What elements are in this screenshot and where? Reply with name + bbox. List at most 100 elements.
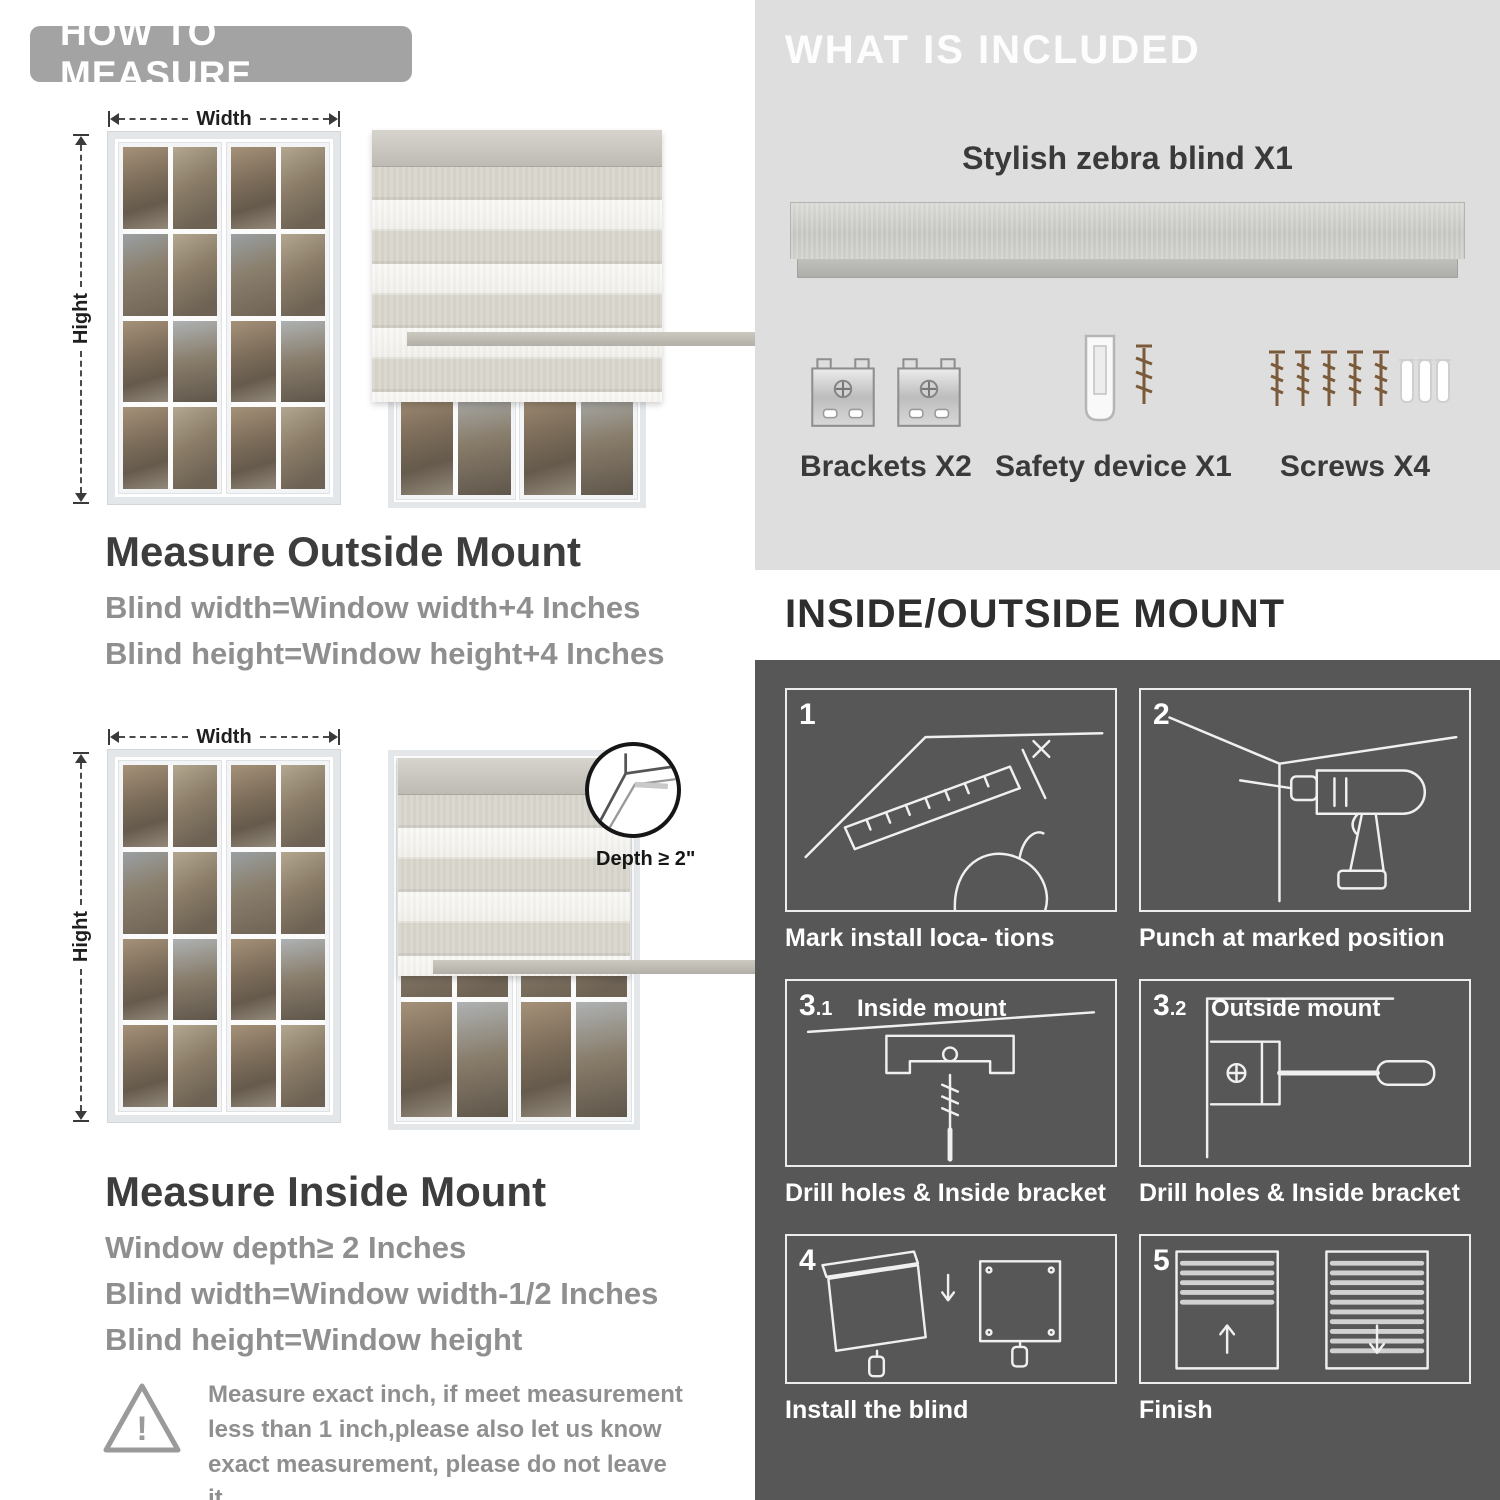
width-label: Width [196,725,252,748]
window-pane [280,938,325,1021]
window-pane [401,1002,452,1117]
window-pane [280,851,325,934]
how-to-measure-header: HOW TO MEASURE [30,12,412,95]
mount-steps-panel: 1 Mark install loca- tions [755,660,1500,1500]
window-pane [231,233,276,316]
window-pane [172,407,217,489]
window-pane [172,938,217,1021]
step-5-box: 5 [1139,1234,1471,1384]
window-pane [172,851,217,934]
mount-steps-grid: 1 Mark install loca- tions [785,688,1471,1425]
window-pane [231,938,276,1021]
window-pane [172,233,217,316]
finish-blinds-icon [1175,1250,1429,1370]
step-inner-label: Outside mount [1211,995,1381,1022]
height-label: Hight [69,293,92,345]
included-item-safety-device: Safety device X1 [995,330,1232,484]
screws-icon [1268,350,1451,406]
dashed-line [80,763,82,906]
window-pane [523,388,576,495]
bracket-icon [811,358,875,427]
dashed-line [80,145,82,288]
bracket-icons [807,348,965,434]
width-arrow-outside: Width [108,108,341,130]
inside-mount-line2: Blind width=Window width-1/2 Inches [105,1276,659,1311]
height-arrow-outside: Hight [69,134,92,504]
brackets-label: Brackets X2 [800,450,972,483]
window-illustration-outside [108,132,340,504]
step-caption: Finish [1139,1396,1213,1424]
what-is-included-panel: WHAT IS INCLUDED Stylish zebra blind X1 [755,0,1500,570]
step-2-box: 2 [1139,688,1471,912]
arrow-left-icon [110,731,119,743]
dashed-line [259,118,330,120]
included-items-row: Brackets X2 Safety device X1 [800,330,1455,484]
window-sash [118,760,222,1112]
window-pane [123,147,168,229]
step-2: 2 Punch at marked position [1139,688,1471,953]
step-caption: Drill holes & Inside bracket [1139,1179,1460,1207]
window-pane [458,388,511,495]
window-pane [231,320,276,403]
window-pane [123,233,168,316]
window-pane [123,407,168,489]
mark-locations-icon [804,731,1104,910]
window-pane [280,407,325,489]
dashed-line [119,736,189,738]
measurement-warning: ! Measure exact inch, if meet measuremen… [100,1378,683,1500]
window-pane [280,320,325,403]
height-arrow-inside: Hight [70,752,92,1122]
window-pane [231,407,276,489]
blind-zebra-stripes [398,795,630,976]
arrow-right-icon [329,731,339,743]
arrow-endbar [338,111,341,127]
width-arrow-inside: Width [108,725,341,748]
step-5: 5 Finish [1139,1234,1471,1425]
step-3-2-box: 3.2 Outside mount [1139,979,1471,1167]
safety-device-label: Safety device X1 [994,450,1232,483]
step-inner-label: Inside mount [857,995,1007,1022]
blind-product-label: Stylish zebra blind X1 [962,140,1293,176]
window-pane [123,320,168,403]
arrow-down-icon [75,493,87,502]
step-caption: Mark install loca- tions [785,924,1055,952]
inside-mount-line3: Blind height=Window height [105,1322,523,1357]
window-pane [401,388,454,495]
arrow-up-icon [75,754,87,763]
warning-exclamation-mark: ! [136,1410,147,1448]
window-pane [123,851,168,934]
arrow-endbar [108,729,110,745]
step-1: 1 Mark install loca- tions [785,688,1117,953]
step-3-1-box: 3.1 Inside mount [785,979,1117,1167]
window-pane [280,233,325,316]
window-pane [172,1025,217,1107]
step-caption: Install the blind [785,1396,969,1424]
step-number: 3 [1153,989,1170,1022]
warning-triangle-icon: ! [103,1383,181,1453]
outside-mount-title: Measure Outside Mount [105,528,582,575]
dashed-line [259,736,330,738]
window-pane [280,147,325,229]
dashed-line [119,118,189,120]
zebra-blind-headrail-illustration [790,202,1465,278]
warning-text: Measure exact inch, if meet measurement … [208,1381,683,1500]
depth-note: Depth ≥ 2" [596,848,696,870]
outside-mount-line2: Blind height=Window height+4 Inches [105,636,665,671]
arrow-right-icon [329,113,339,125]
arrow-endbar [73,502,89,504]
step-number: 2 [1153,698,1170,731]
arrow-endbar [73,134,89,136]
step-3-2: 3.2 Outside mount Drill holes & Inside b… [1139,979,1471,1208]
screws-label: Screws X4 [1279,450,1431,483]
arrow-endbar [338,729,341,745]
arrow-up-icon [75,136,87,145]
zebra-blind-outside-illustration [372,130,1082,508]
install-blind-icon [821,1250,1062,1378]
step-number: 5 [1153,1244,1170,1277]
step-number: 3 [799,989,816,1022]
window-pane [231,851,276,934]
drill-icon [1168,716,1458,903]
window-pane [123,938,168,1021]
inside-mount-line1: Window depth≥ 2 Inches [105,1230,467,1265]
window-sash [226,760,330,1112]
